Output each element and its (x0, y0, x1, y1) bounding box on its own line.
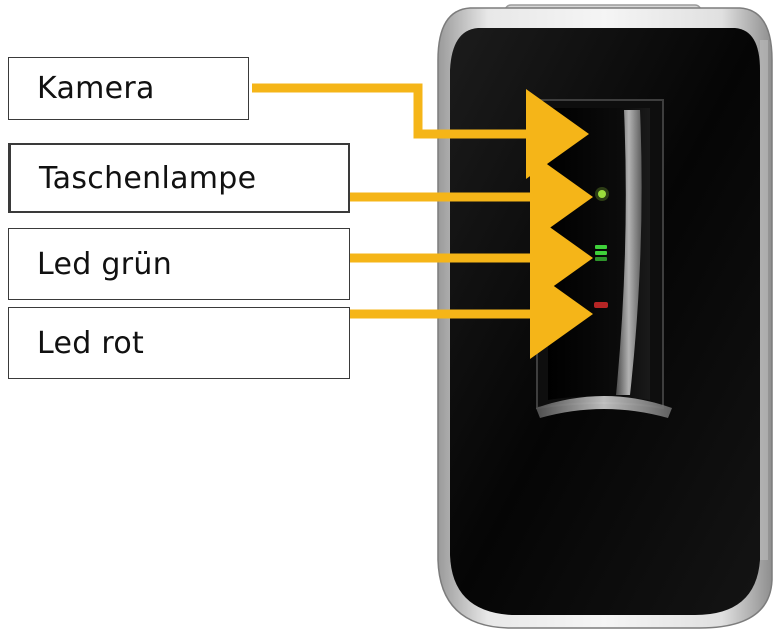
label-led-green: Led grün (8, 228, 350, 300)
label-flashlight: Taschenlampe (8, 143, 350, 213)
label-led-red-text: Led rot (37, 325, 145, 361)
phone-side-edge (760, 40, 768, 560)
glass-reflection (616, 110, 642, 395)
label-led-red: Led rot (8, 307, 350, 379)
label-led-green-text: Led grün (37, 246, 173, 282)
green-led-icon (595, 245, 607, 261)
flashlight-led (598, 190, 606, 198)
label-camera-text: Kamera (37, 71, 155, 106)
arrow-camera (252, 83, 589, 179)
red-led (594, 302, 608, 308)
label-flashlight-text: Taschenlampe (39, 160, 257, 196)
label-camera: Kamera (8, 57, 249, 120)
window-bottom-swoosh (536, 396, 672, 418)
